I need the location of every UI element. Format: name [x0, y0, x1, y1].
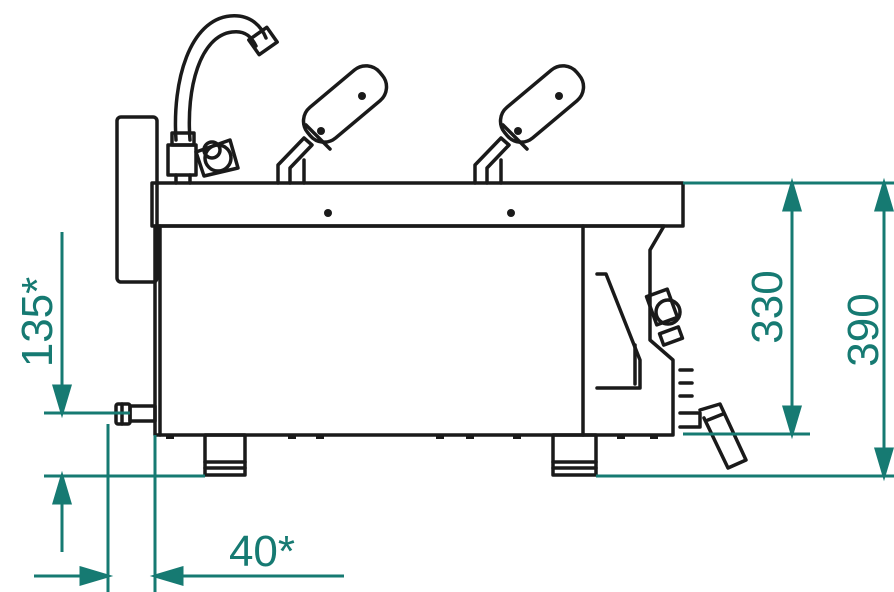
foot-left	[203, 433, 247, 477]
main-body	[153, 224, 585, 437]
drain-valve-handle	[678, 402, 748, 470]
dim-330	[683, 177, 810, 440]
appliance-outline	[114, 14, 748, 477]
dim-40	[34, 424, 344, 592]
label-330: 330	[743, 270, 792, 343]
dim-390	[596, 177, 894, 482]
basket-handle-2	[473, 64, 586, 185]
label-40: 40*	[229, 527, 295, 576]
dimension-lines	[34, 177, 894, 592]
label-390: 390	[839, 293, 888, 366]
basket-handle-1	[276, 64, 389, 185]
label-135: 135*	[13, 277, 62, 368]
water-tap	[166, 14, 279, 185]
foot-right	[551, 433, 598, 477]
dim-135	[44, 232, 205, 552]
control-panel	[581, 224, 675, 437]
control-knob	[644, 287, 685, 347]
worktop	[150, 181, 685, 228]
dimension-labels: 390 330 135* 40*	[13, 270, 888, 576]
backsplash-panel	[115, 115, 159, 284]
bottom-rivets	[166, 434, 658, 439]
